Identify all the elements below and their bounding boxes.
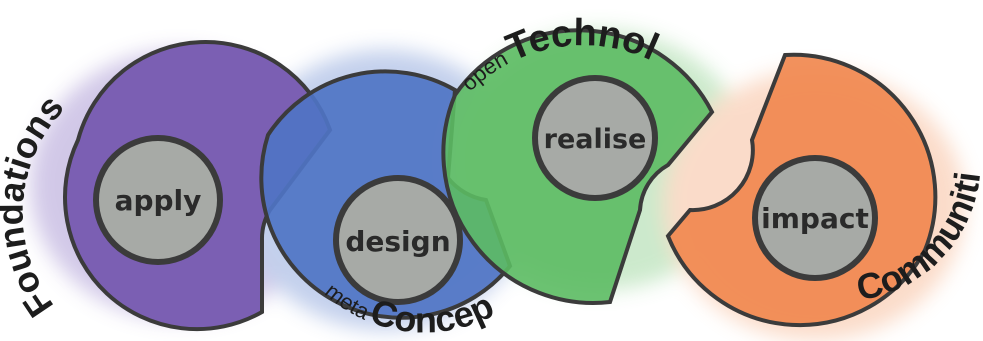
- hub-impact-label: impact: [761, 202, 869, 235]
- hub-design: design: [333, 175, 463, 305]
- hub-apply-label: apply: [115, 184, 202, 217]
- hub-design-label: design: [345, 225, 450, 258]
- hub-realise: realise: [532, 75, 658, 201]
- hub-impact: impact: [752, 155, 878, 281]
- hub-apply: apply: [93, 135, 223, 265]
- hub-realise-label: realise: [544, 124, 647, 155]
